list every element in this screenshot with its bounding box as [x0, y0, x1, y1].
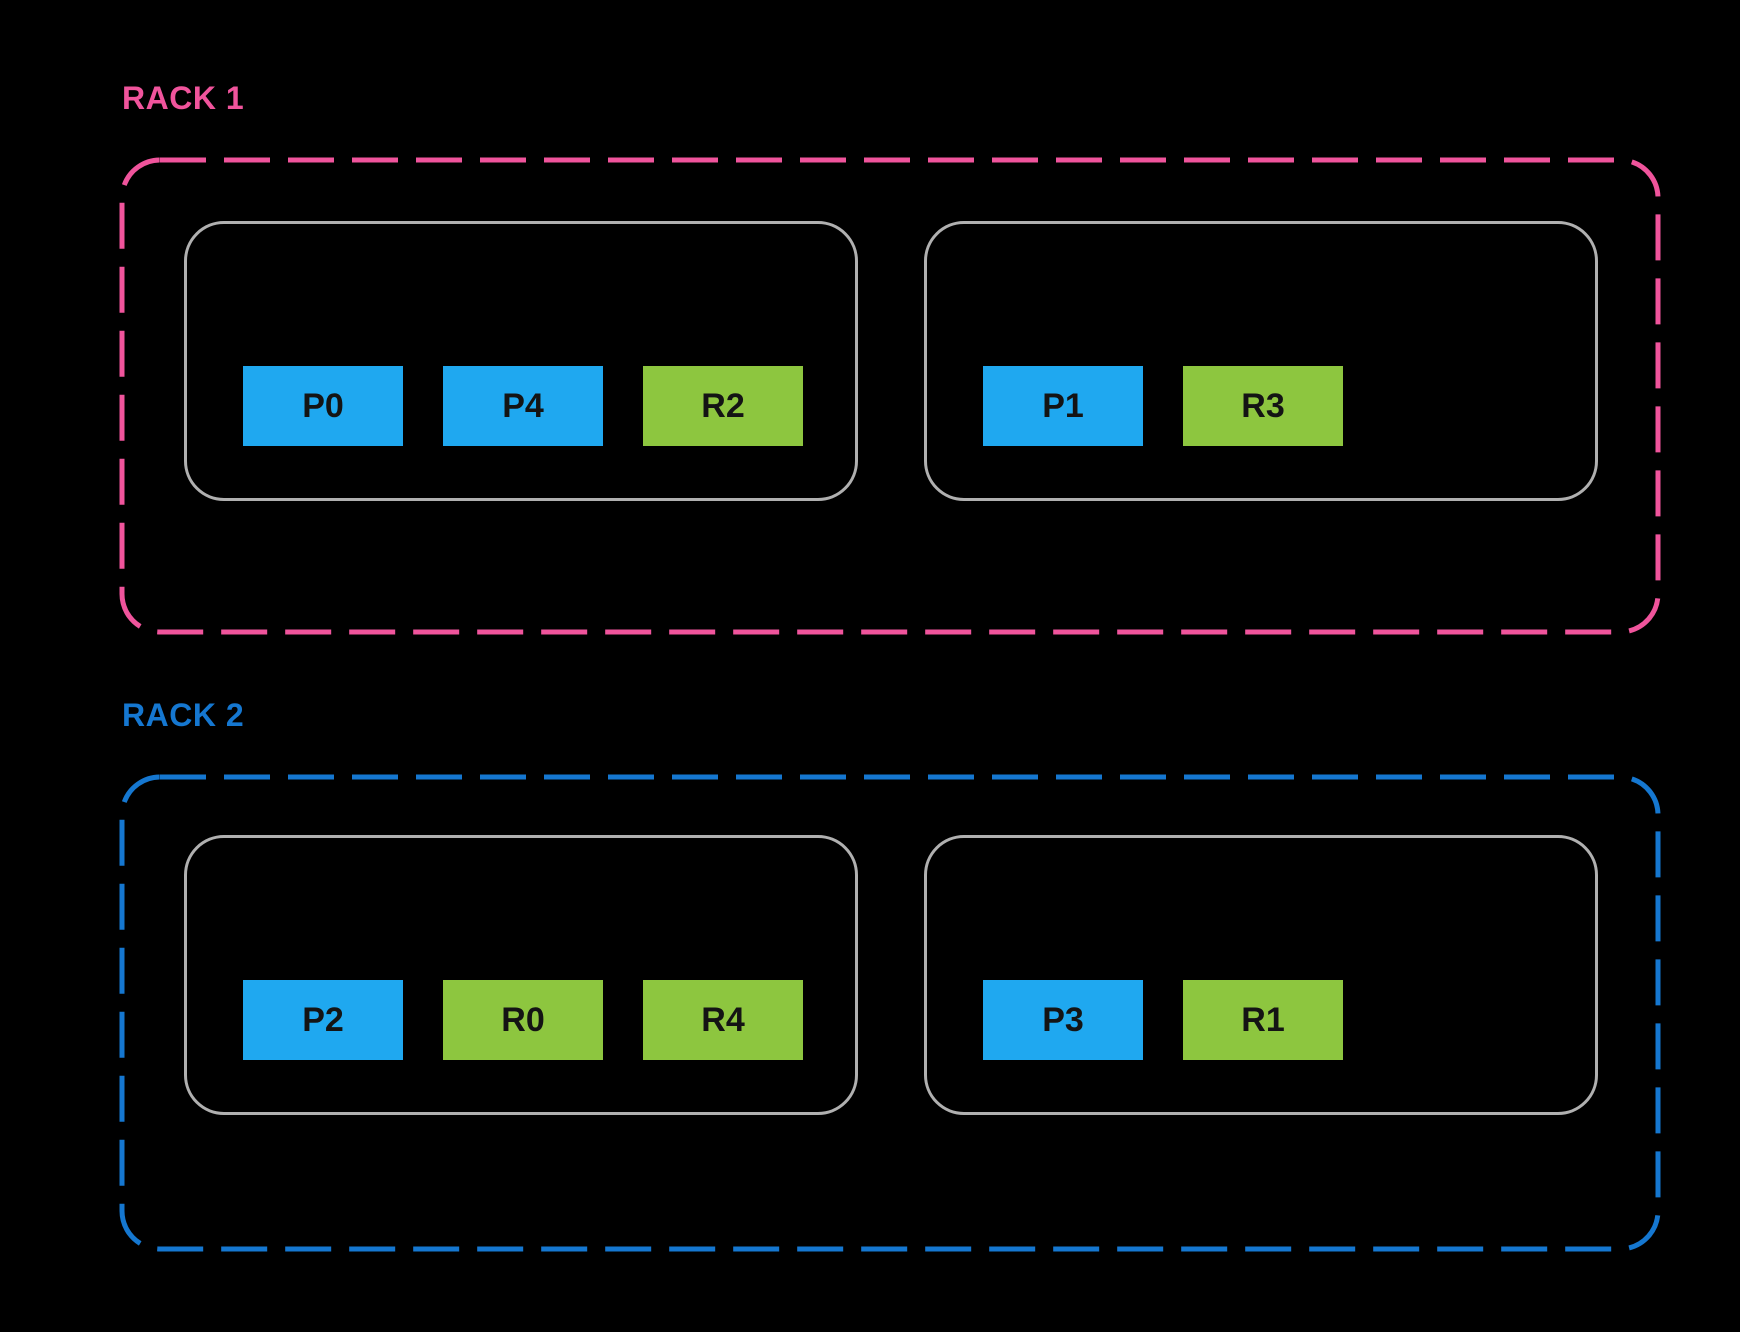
rack2-node2: P3 R1: [924, 835, 1598, 1115]
rack1-node2: P1 R3: [924, 221, 1598, 501]
rack1-node1: P0 P4 R2: [184, 221, 858, 501]
rack1-boundary: [119, 157, 1661, 635]
rack1-dashed-border: [119, 157, 1661, 635]
rack2-boundary: [119, 774, 1661, 1252]
block-r1: R1: [1183, 980, 1343, 1060]
rack1-label: RACK 1: [122, 80, 245, 116]
block-r2: R2: [643, 366, 803, 446]
block-r0: R0: [443, 980, 603, 1060]
block-p4: P4: [443, 366, 603, 446]
block-r3: R3: [1183, 366, 1343, 446]
block-p0: P0: [243, 366, 403, 446]
block-p1: P1: [983, 366, 1143, 446]
rack2-label: RACK 2: [122, 697, 245, 733]
rack2-node1: P2 R0 R4: [184, 835, 858, 1115]
block-p3: P3: [983, 980, 1143, 1060]
block-r4: R4: [643, 980, 803, 1060]
rack2-dashed-border: [119, 774, 1661, 1252]
block-p2: P2: [243, 980, 403, 1060]
